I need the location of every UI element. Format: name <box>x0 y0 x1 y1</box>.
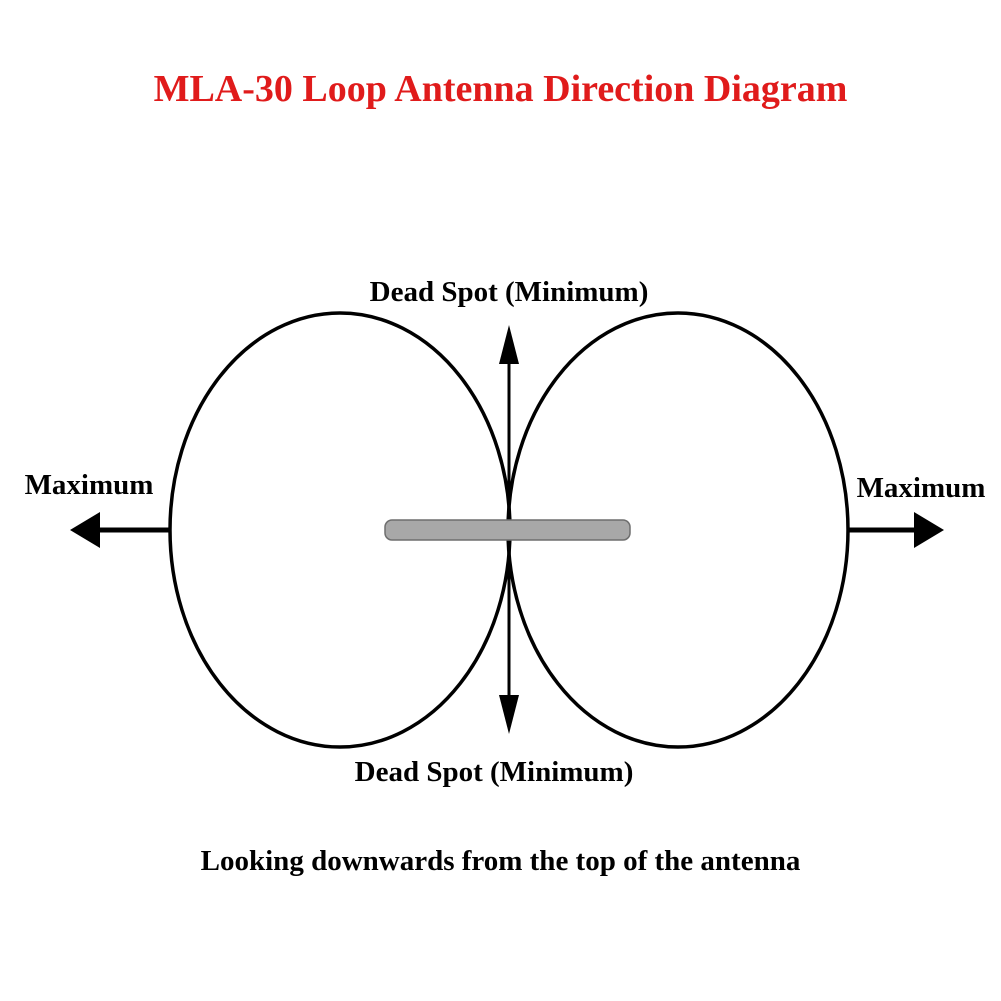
antenna-bar <box>384 519 631 541</box>
up-arrow-icon <box>499 325 519 364</box>
down-arrow-icon <box>499 695 519 734</box>
maximum-left-label: Maximum <box>25 469 154 501</box>
right-arrow-icon <box>914 512 944 548</box>
maximum-right-label: Maximum <box>857 472 986 504</box>
diagram-caption: Looking downwards from the top of the an… <box>200 845 801 877</box>
diagram-title: MLA-30 Loop Antenna Direction Diagram <box>153 68 848 110</box>
dead-spot-bottom-label: Dead Spot (Minimum) <box>355 756 634 788</box>
dead-spot-top-label: Dead Spot (Minimum) <box>370 276 649 308</box>
left-arrow-icon <box>70 512 100 548</box>
